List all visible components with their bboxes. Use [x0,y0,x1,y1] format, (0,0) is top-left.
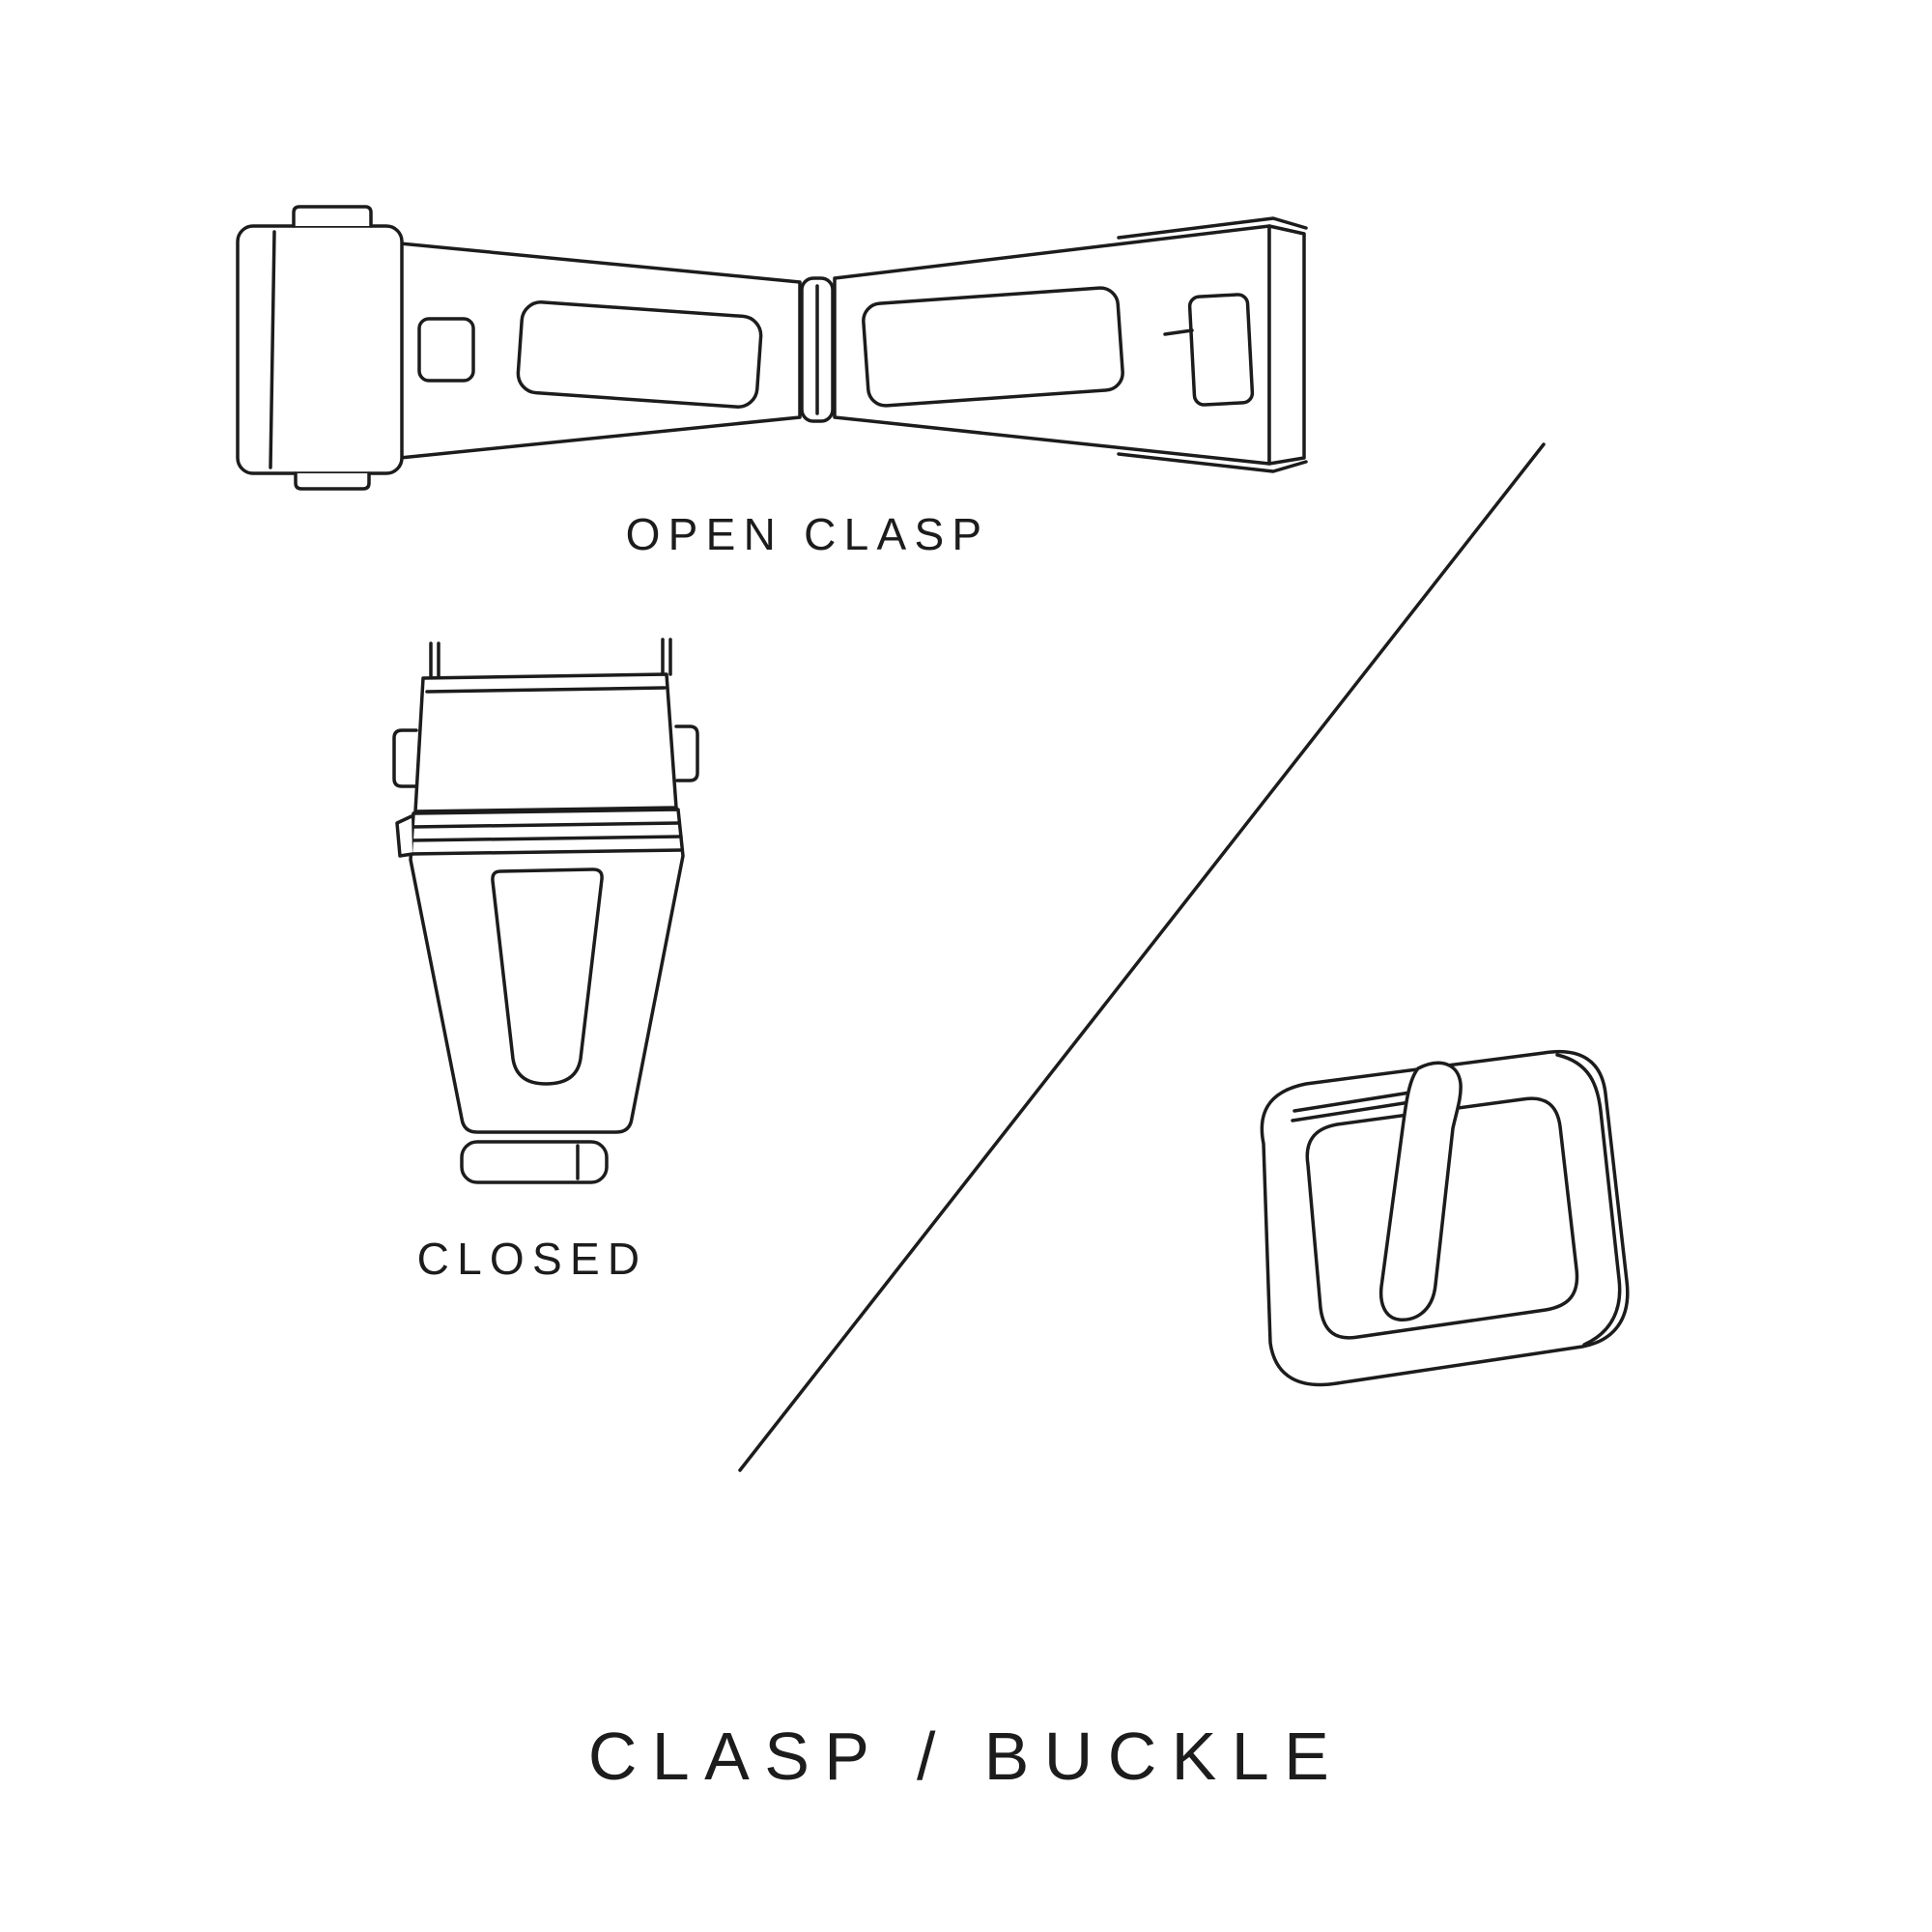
closed-label: CLOSED [416,1234,648,1284]
open-clasp-label: OPEN CLASP [625,509,990,559]
closed-clasp-illustration-icon [392,638,699,1184]
open-clasp-illustration-icon [236,205,1308,491]
diagonal-divider-line-icon [738,442,1546,1472]
buckle-illustration-icon [1260,1050,1630,1387]
page-title: CLASP / BUCKLE [587,1719,1345,1794]
